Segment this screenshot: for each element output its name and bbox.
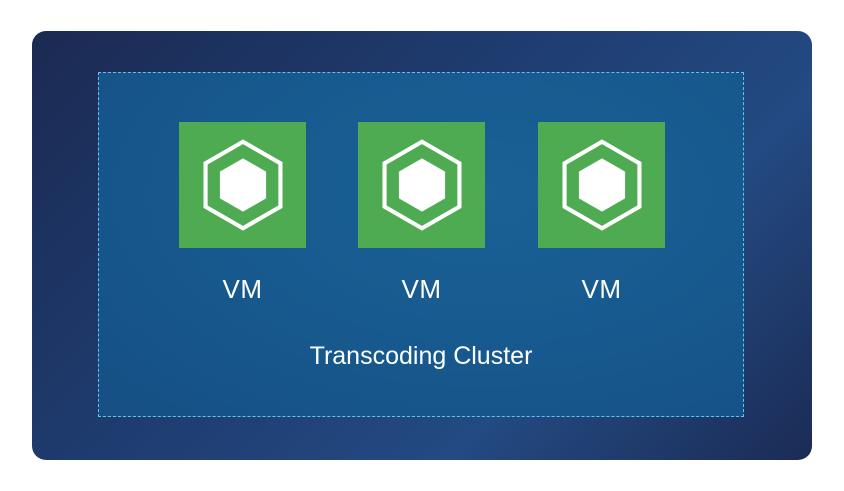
hexagon-icon [561,139,642,231]
vm-label: VM [401,274,442,304]
vm-node-2: VM [358,122,485,304]
vm-box [538,122,665,248]
vm-box [358,122,485,248]
vm-label: VM [581,274,622,304]
vm-node-1: VM [179,122,306,304]
vm-node-3: VM [538,122,665,304]
cluster-label: Transcoding Cluster [309,342,533,370]
hexagon-icon [381,139,462,231]
hexagon-icon [202,139,283,231]
vm-label: VM [222,274,263,304]
vm-box [179,122,306,248]
